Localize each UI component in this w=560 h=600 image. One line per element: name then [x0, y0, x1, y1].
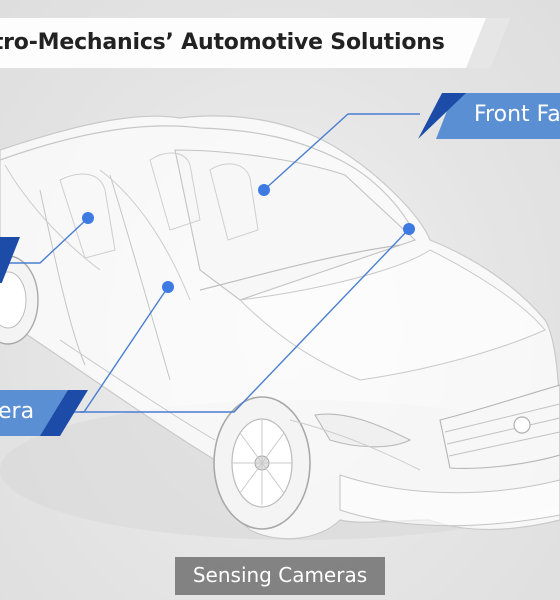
left-camera-marker — [82, 212, 94, 224]
windshield-camera-marker — [403, 223, 415, 235]
interior-camera-marker — [162, 281, 174, 293]
camera-callout-label: era — [0, 399, 35, 424]
left-camera-callout — [0, 237, 22, 283]
left-callout-accent — [0, 237, 20, 283]
page-title: ctro-Mechanics’ Automotive Solutions — [0, 30, 445, 55]
front-camera-marker — [258, 184, 270, 196]
left-camera-leader-line — [0, 217, 89, 264]
front-camera-leader-line — [263, 113, 420, 191]
front-callout-label: Front Fa — [474, 102, 560, 127]
front-camera-callout: Front Fa — [412, 93, 560, 139]
title-banner: ctro-Mechanics’ Automotive Solutions — [0, 18, 510, 68]
caption-text: Sensing Cameras — [192, 563, 368, 587]
caption-box: Sensing Cameras — [175, 557, 385, 595]
windshield-camera-leader-line — [80, 228, 410, 413]
camera-callout: era — [0, 390, 90, 436]
